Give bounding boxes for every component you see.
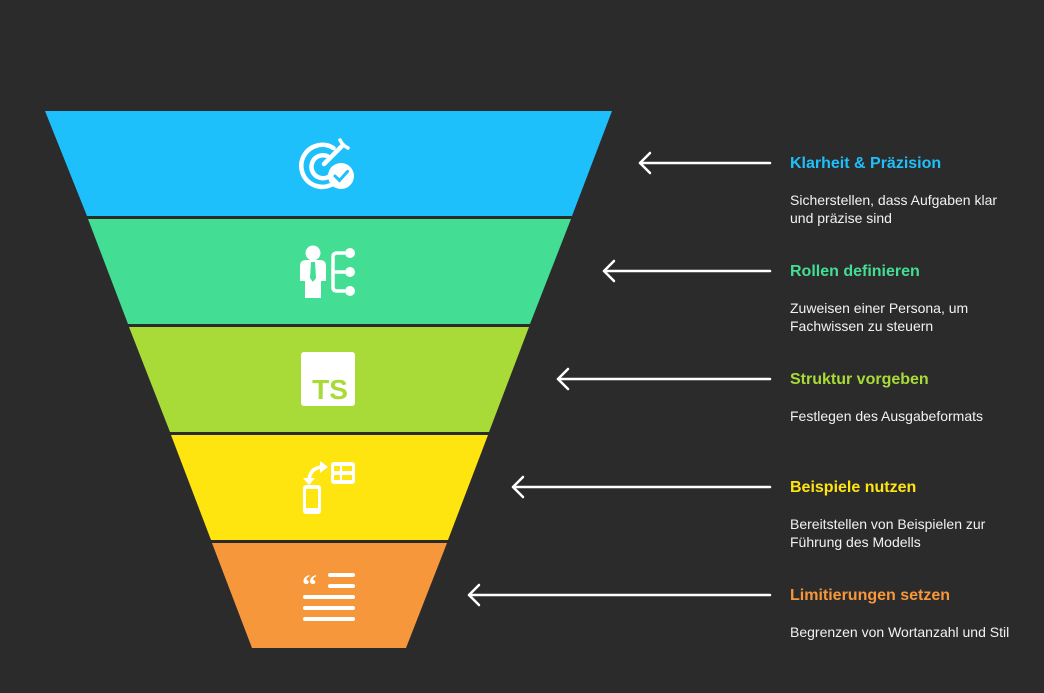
funnel-band-examples bbox=[171, 435, 488, 540]
step-title-limits: Limitierungen setzen bbox=[790, 587, 951, 604]
step-title-clarity: Klarheit & Präzision bbox=[790, 155, 942, 172]
typescript-icon-label: TS bbox=[312, 374, 348, 405]
step-description-examples: Bereitstellen von Beispielen zur Führung… bbox=[790, 516, 986, 550]
device-transfer-icon bbox=[303, 461, 355, 514]
arrow-left-icon bbox=[638, 151, 772, 175]
step-title-roles: Rollen definieren bbox=[790, 263, 920, 280]
step-description-structure: Festlegen des Ausgabeformats bbox=[790, 408, 984, 424]
target-check-icon bbox=[299, 138, 354, 190]
person-hierarchy-icon bbox=[300, 245, 355, 298]
quote-mark-glyph: “ bbox=[302, 569, 317, 602]
step-title-examples: Beispiele nutzen bbox=[790, 479, 917, 496]
arrow-left-icon bbox=[602, 259, 772, 283]
funnel-band-clarity bbox=[45, 111, 612, 216]
arrow-left-icon bbox=[556, 367, 772, 391]
step-description-clarity: Sicherstellen, dass Aufgaben klar und pr… bbox=[790, 192, 998, 226]
arrow-left-icon bbox=[511, 475, 772, 499]
arrow-left-icon bbox=[467, 583, 772, 607]
step-title-structure: Struktur vorgeben bbox=[790, 371, 929, 388]
typescript-icon: TS bbox=[301, 352, 355, 406]
step-description-roles: Zuweisen einer Persona, um Fachwissen zu… bbox=[790, 300, 969, 334]
funnel-band-roles bbox=[88, 219, 571, 324]
step-description-limits: Begrenzen von Wortanzahl und Stil bbox=[790, 624, 1010, 640]
quote-text-icon: “ bbox=[302, 569, 355, 621]
